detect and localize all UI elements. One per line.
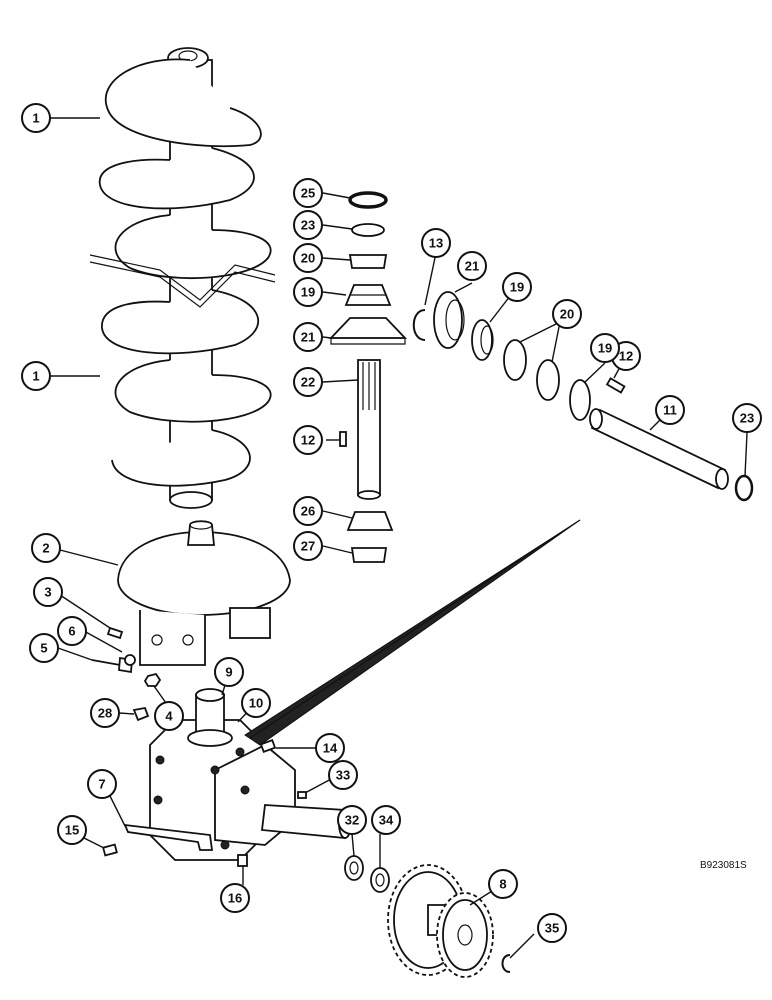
svg-text:3: 3: [44, 585, 51, 600]
sprocket-assembly: [344, 855, 511, 978]
svg-text:15: 15: [65, 823, 79, 838]
svg-text:16: 16: [228, 891, 242, 906]
svg-text:8: 8: [499, 877, 506, 892]
callout-6: 6: [57, 616, 87, 646]
gearbox-part-9-10: [149, 688, 352, 861]
svg-text:19: 19: [301, 285, 315, 300]
svg-text:12: 12: [619, 349, 633, 364]
callout-19-horizontal-a: 19: [502, 272, 532, 302]
svg-text:6: 6: [68, 624, 75, 639]
svg-text:27: 27: [301, 539, 315, 554]
svg-text:14: 14: [323, 741, 338, 756]
projection-line: [249, 519, 581, 739]
callout-22: 22: [293, 367, 323, 397]
callout-16: 16: [220, 883, 250, 913]
svg-text:11: 11: [663, 403, 677, 418]
fastener-parts: [91, 626, 307, 867]
callout-19-vertical: 19: [293, 277, 323, 307]
callout-26: 26: [293, 496, 323, 526]
auger-part-1: [89, 47, 276, 509]
svg-text:22: 22: [301, 375, 315, 390]
svg-text:1: 1: [32, 111, 39, 126]
svg-text:21: 21: [301, 330, 315, 345]
callout-27: 27: [293, 531, 323, 561]
svg-text:10: 10: [249, 696, 263, 711]
callout-2: 2: [31, 533, 61, 563]
callout-12-vertical: 12: [293, 425, 323, 455]
horizontal-shaft-stack: [412, 291, 754, 502]
callout-15: 15: [57, 815, 87, 845]
cover-part-2: [117, 520, 291, 666]
callout-10: 10: [241, 688, 271, 718]
svg-text:20: 20: [301, 251, 315, 266]
svg-text:28: 28: [98, 706, 112, 721]
callout-19-horizontal-b: 19: [590, 333, 620, 363]
callout-23-horizontal: 23: [732, 403, 762, 433]
svg-text:34: 34: [379, 813, 394, 828]
svg-text:12: 12: [301, 433, 315, 448]
callout-1-lower: 1: [21, 361, 51, 391]
callout-33: 33: [328, 760, 358, 790]
svg-text:23: 23: [740, 411, 754, 426]
callout-9: 9: [214, 657, 244, 687]
reference-code: B923081S: [700, 860, 747, 871]
svg-text:25: 25: [301, 186, 315, 201]
svg-text:9: 9: [225, 665, 232, 680]
svg-text:26: 26: [301, 504, 315, 519]
svg-text:21: 21: [465, 259, 479, 274]
svg-text:33: 33: [336, 768, 350, 783]
callout-14: 14: [315, 733, 345, 763]
callout-7: 7: [87, 769, 117, 799]
callout-23-vertical: 23: [293, 210, 323, 240]
callout-20-horizontal: 20: [552, 299, 582, 329]
svg-text:5: 5: [40, 641, 47, 656]
callout-32: 32: [337, 805, 367, 835]
callout-25: 25: [293, 178, 323, 208]
callout-3: 3: [33, 577, 63, 607]
svg-text:19: 19: [598, 341, 612, 356]
svg-text:7: 7: [98, 777, 105, 792]
callout-20-vertical: 20: [293, 243, 323, 273]
vertical-shaft-stack: [328, 191, 408, 563]
callout-34: 34: [371, 805, 401, 835]
svg-text:2: 2: [42, 541, 49, 556]
callout-11: 11: [655, 395, 685, 425]
svg-text:23: 23: [301, 218, 315, 233]
callout-35: 35: [537, 913, 567, 943]
callout-4: 4: [154, 701, 184, 731]
callout-28: 28: [90, 698, 120, 728]
callout-21-vertical: 21: [293, 322, 323, 352]
svg-text:19: 19: [510, 280, 524, 295]
callout-1-upper: 1: [21, 103, 51, 133]
svg-text:1: 1: [32, 369, 39, 384]
callout-8: 8: [488, 869, 518, 899]
callout-13: 13: [421, 228, 451, 258]
callout-21-horizontal: 21: [457, 251, 487, 281]
svg-text:35: 35: [545, 921, 559, 936]
callout-5: 5: [29, 633, 59, 663]
projection-wedge: [244, 519, 581, 746]
svg-text:32: 32: [345, 813, 359, 828]
svg-text:20: 20: [560, 307, 574, 322]
svg-text:4: 4: [165, 709, 173, 724]
svg-text:13: 13: [429, 236, 443, 251]
